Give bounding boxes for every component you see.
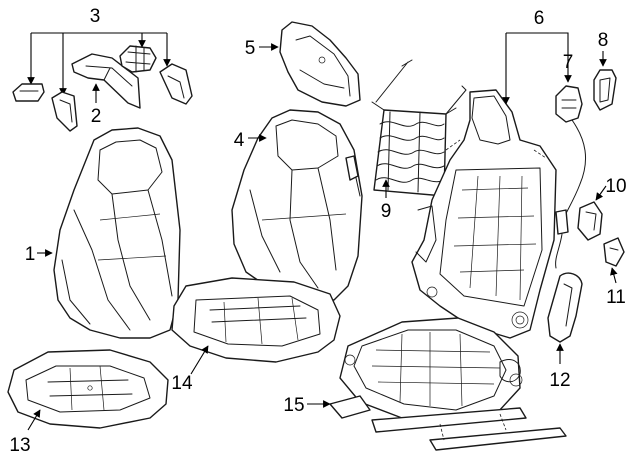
part-6-seat-back-frame[interactable]	[411, 89, 557, 339]
part-15-seat-track-assembly[interactable]	[329, 317, 567, 451]
callout-13: 13	[9, 435, 30, 456]
part-5-back-panel[interactable]	[279, 21, 361, 107]
part-4-seat-back-pad[interactable]	[231, 109, 363, 301]
part-7-lumbar-actuator[interactable]	[555, 85, 586, 269]
callout-1: 1	[25, 244, 36, 265]
callout-11: 11	[606, 287, 626, 308]
part-3-trim-pieces[interactable]	[12, 32, 193, 132]
callout-15: 15	[283, 395, 304, 416]
callout-3: 3	[90, 6, 101, 27]
callout-8: 8	[598, 30, 609, 51]
part-11-clip[interactable]	[603, 237, 625, 267]
callout-9: 9	[381, 201, 392, 222]
part-14-seat-cushion-cover[interactable]	[171, 277, 341, 363]
callout-4: 4	[234, 130, 245, 151]
callout-12: 12	[549, 370, 570, 391]
part-10-side-cover[interactable]	[577, 201, 603, 241]
callout-14: 14	[171, 373, 193, 394]
callout-10: 10	[605, 176, 626, 197]
part-12-side-shield[interactable]	[547, 272, 583, 343]
part-13-seat-cushion-pad[interactable]	[7, 349, 169, 429]
callout-6: 6	[534, 8, 545, 29]
callout-2: 2	[91, 106, 102, 127]
callout-5: 5	[245, 38, 256, 59]
part-1-seat-back-cover[interactable]	[53, 127, 181, 339]
part-8-bezel[interactable]	[593, 69, 617, 111]
callout-7: 7	[563, 52, 574, 73]
part-9-suspension-mat[interactable]	[371, 59, 467, 197]
